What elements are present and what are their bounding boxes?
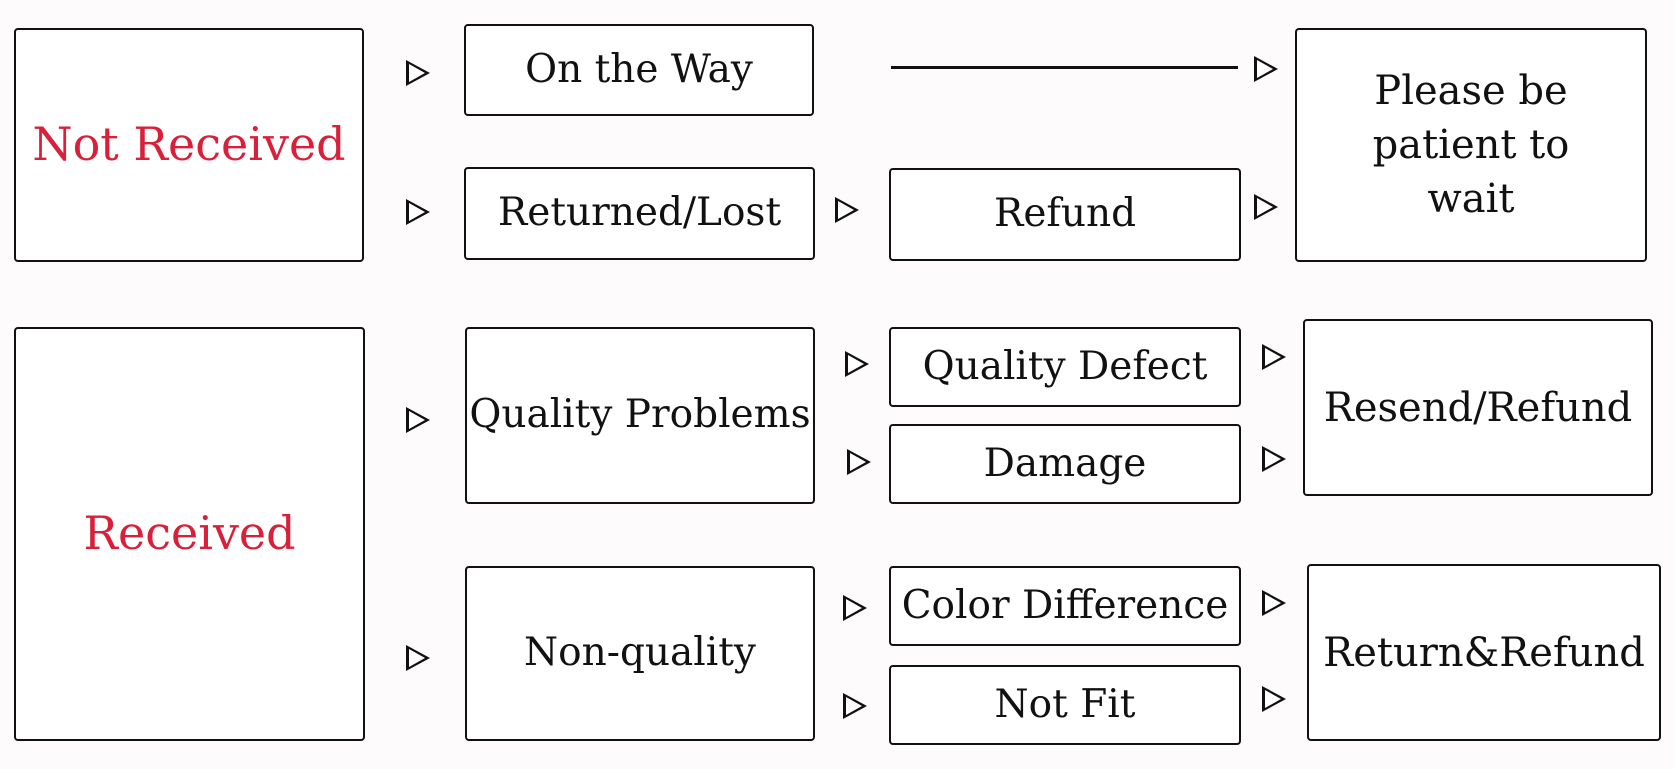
result-label-return-refund: Return&Refund	[1323, 629, 1645, 676]
issue-label-quality-defect: Quality Defect	[922, 343, 1208, 389]
category-label-quality-problems: Quality Problems	[469, 392, 811, 438]
issue-box-refund: Refund	[889, 168, 1241, 261]
arrow-to-resend-refund-top-icon	[1262, 344, 1286, 370]
category-label-non-quality: Non-quality	[524, 630, 756, 676]
issue-label-refund: Refund	[993, 191, 1137, 237]
issue-label-damage: Damage	[983, 440, 1147, 486]
arrow-to-not-fit-icon	[843, 693, 867, 719]
issue-box-damage: Damage	[889, 424, 1241, 504]
category-box-non-quality: Non-quality	[465, 566, 815, 741]
arrow-to-quality-defect-icon	[845, 351, 869, 377]
issue-box-color-difference: Color Difference	[889, 566, 1241, 646]
arrow-to-damage-icon	[847, 449, 871, 475]
status-box-received: Received	[14, 327, 365, 741]
arrow-to-return-refund-top-icon	[1262, 590, 1286, 616]
arrow-to-color-difference-icon	[843, 595, 867, 621]
result-label-resend-refund: Resend/Refund	[1323, 384, 1633, 431]
arrow-to-please-wait-bottom-icon	[1254, 194, 1278, 220]
result-box-return-refund: Return&Refund	[1307, 564, 1661, 741]
issue-box-quality-defect: Quality Defect	[889, 327, 1241, 407]
category-box-returned-lost: Returned/Lost	[464, 167, 815, 260]
category-label-returned-lost: Returned/Lost	[497, 190, 782, 236]
issue-label-not-fit: Not Fit	[994, 681, 1136, 727]
status-box-not-received: Not Received	[14, 28, 364, 262]
category-box-on-the-way: On the Way	[464, 24, 814, 116]
issue-box-not-fit: Not Fit	[889, 665, 1241, 745]
result-box-please-wait: Please be patient to wait	[1295, 28, 1647, 262]
arrow-to-please-wait-top-icon	[1254, 56, 1278, 82]
arrow-to-on-the-way-icon	[406, 60, 430, 86]
connector-line-on-the-way	[891, 66, 1238, 69]
arrow-to-return-refund-bottom-icon	[1262, 686, 1286, 712]
result-box-resend-refund: Resend/Refund	[1303, 319, 1653, 496]
issue-label-color-difference: Color Difference	[901, 582, 1229, 628]
category-box-quality-problems: Quality Problems	[465, 327, 815, 504]
result-label-please-wait: Please be patient to wait	[1372, 68, 1570, 222]
status-label-not-received: Not Received	[32, 117, 346, 172]
arrow-to-refund-icon	[835, 197, 859, 223]
arrow-to-quality-problems-icon	[406, 407, 430, 433]
arrow-to-returned-lost-icon	[406, 199, 430, 225]
arrow-to-resend-refund-bottom-icon	[1262, 446, 1286, 472]
arrow-to-non-quality-icon	[406, 645, 430, 671]
status-label-received: Received	[83, 506, 296, 561]
category-label-on-the-way: On the Way	[525, 46, 753, 92]
